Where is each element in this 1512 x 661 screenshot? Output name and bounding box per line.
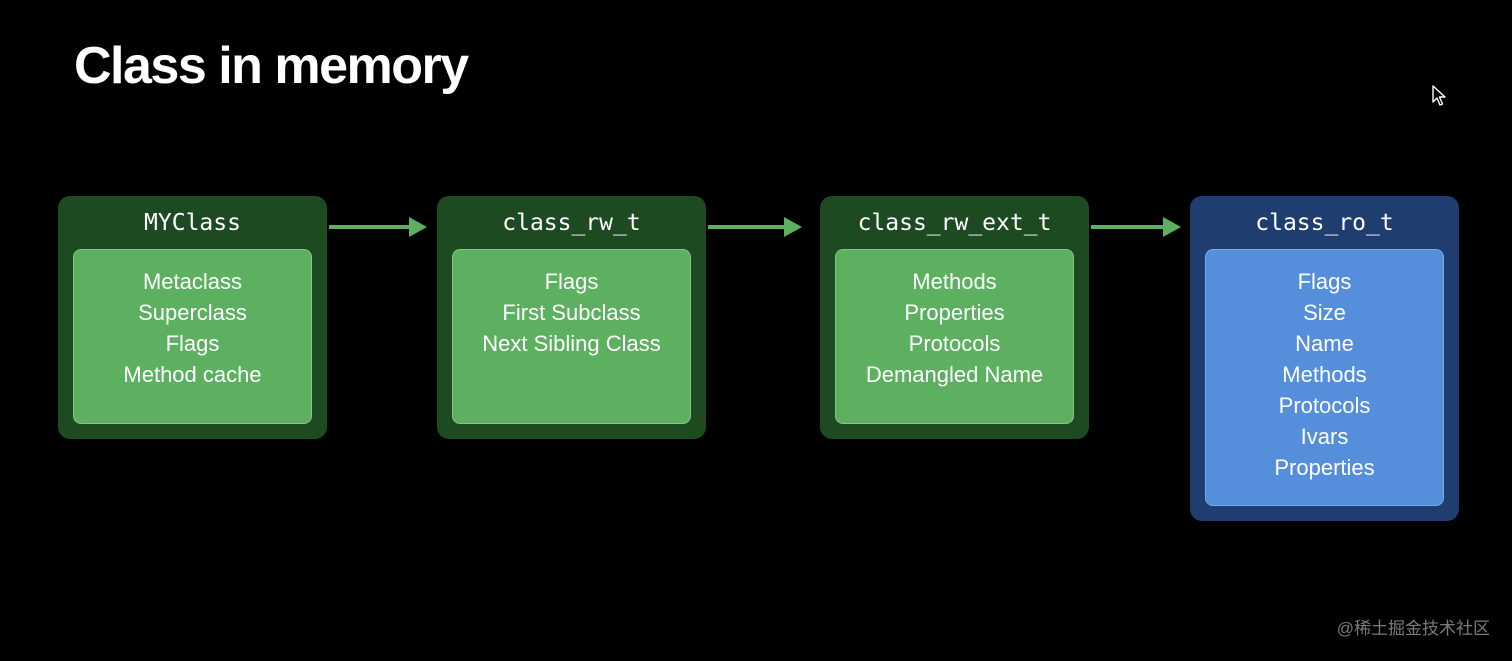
field: Flags xyxy=(544,269,599,294)
box-fields: Flags First Subclass Next Sibling Class xyxy=(452,249,691,424)
slide-title: Class in memory xyxy=(74,37,469,95)
field: First Subclass xyxy=(502,300,641,325)
field: Properties xyxy=(1274,455,1375,480)
field: Flags xyxy=(1297,269,1352,294)
field: Methods xyxy=(1282,362,1367,387)
field: Next Sibling Class xyxy=(482,331,661,356)
field: Methods xyxy=(912,269,997,294)
field: Demangled Name xyxy=(865,362,1044,387)
field: Flags xyxy=(165,331,220,356)
arrow-myclass-to-rw xyxy=(329,217,427,237)
arrow-rw-to-rw-ext xyxy=(708,217,802,237)
field: Ivars xyxy=(1300,424,1349,449)
field: Name xyxy=(1295,331,1354,356)
watermark: @稀土掘金技术社区 xyxy=(1336,619,1490,638)
arrow-rw-ext-to-ro xyxy=(1091,217,1181,237)
field: Superclass xyxy=(138,300,247,325)
mouse-cursor-icon xyxy=(1432,85,1446,106)
box-title: MYClass xyxy=(144,210,241,236)
box-fields: Flags Size Name Methods Protocols Ivars … xyxy=(1205,249,1444,506)
field: Protocols xyxy=(1278,393,1371,418)
box-fields: Methods Properties Protocols Demangled N… xyxy=(835,249,1074,424)
box-class-ro-t: class_ro_t Flags Size Name Methods Proto… xyxy=(1190,196,1459,521)
box-fields: Metaclass Superclass Flags Method cache xyxy=(73,249,312,424)
box-title: class_rw_ext_t xyxy=(857,210,1052,236)
field: Size xyxy=(1303,300,1346,325)
field: Method cache xyxy=(123,362,262,387)
field: Metaclass xyxy=(142,269,243,294)
box-myclass: MYClass Metaclass Superclass Flags Metho… xyxy=(58,196,327,439)
box-class-rw-ext-t: class_rw_ext_t Methods Properties Protoc… xyxy=(820,196,1089,439)
field: Properties xyxy=(904,300,1005,325)
field: Protocols xyxy=(908,331,1001,356)
box-title: class_ro_t xyxy=(1255,210,1394,236)
box-title: class_rw_t xyxy=(502,210,641,236)
box-class-rw-t: class_rw_t Flags First Subclass Next Sib… xyxy=(437,196,706,439)
